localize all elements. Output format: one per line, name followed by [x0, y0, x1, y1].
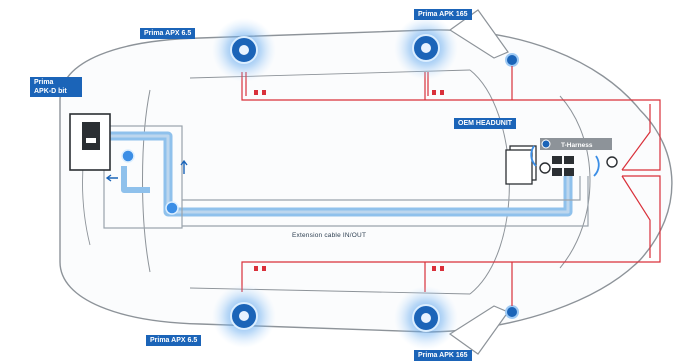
arrow-up-icon [180, 159, 188, 174]
speaker-rear-left [212, 284, 276, 348]
label-interface: T-Harness [561, 142, 593, 149]
amp-connector-2 [165, 201, 179, 215]
label-speaker-front-left: Prima APX 6.5 [140, 28, 196, 39]
arrow-left-icon [105, 174, 118, 182]
wire-tag-marks [254, 90, 444, 271]
amp-connector-1 [121, 149, 135, 163]
cable-channel [103, 125, 589, 229]
label-amplifier: Prima APK-D bit [30, 77, 82, 97]
label-speaker-rear-left: Prima APX 6.5 [146, 335, 202, 346]
label-extension-cable: Extension cable IN/OUT [292, 232, 367, 239]
tweeter-top [505, 53, 519, 67]
amplifier-unit [69, 113, 111, 171]
tweeter-bottom [505, 305, 519, 319]
t-harness [530, 138, 618, 177]
label-amplifier-line1: Prima [34, 79, 54, 86]
speaker-rear-right [394, 286, 458, 350]
label-head-unit: OEM HEADUNIT [454, 118, 517, 129]
label-amplifier-line2: APK-D bit [34, 88, 67, 95]
speaker-front-left [212, 18, 276, 82]
label-speaker-front-right: Prima APK 165 [414, 9, 472, 20]
signal-wires [241, 66, 661, 306]
speaker-front-right [394, 16, 458, 80]
label-speaker-rear-right: Prima APK 165 [414, 350, 472, 361]
